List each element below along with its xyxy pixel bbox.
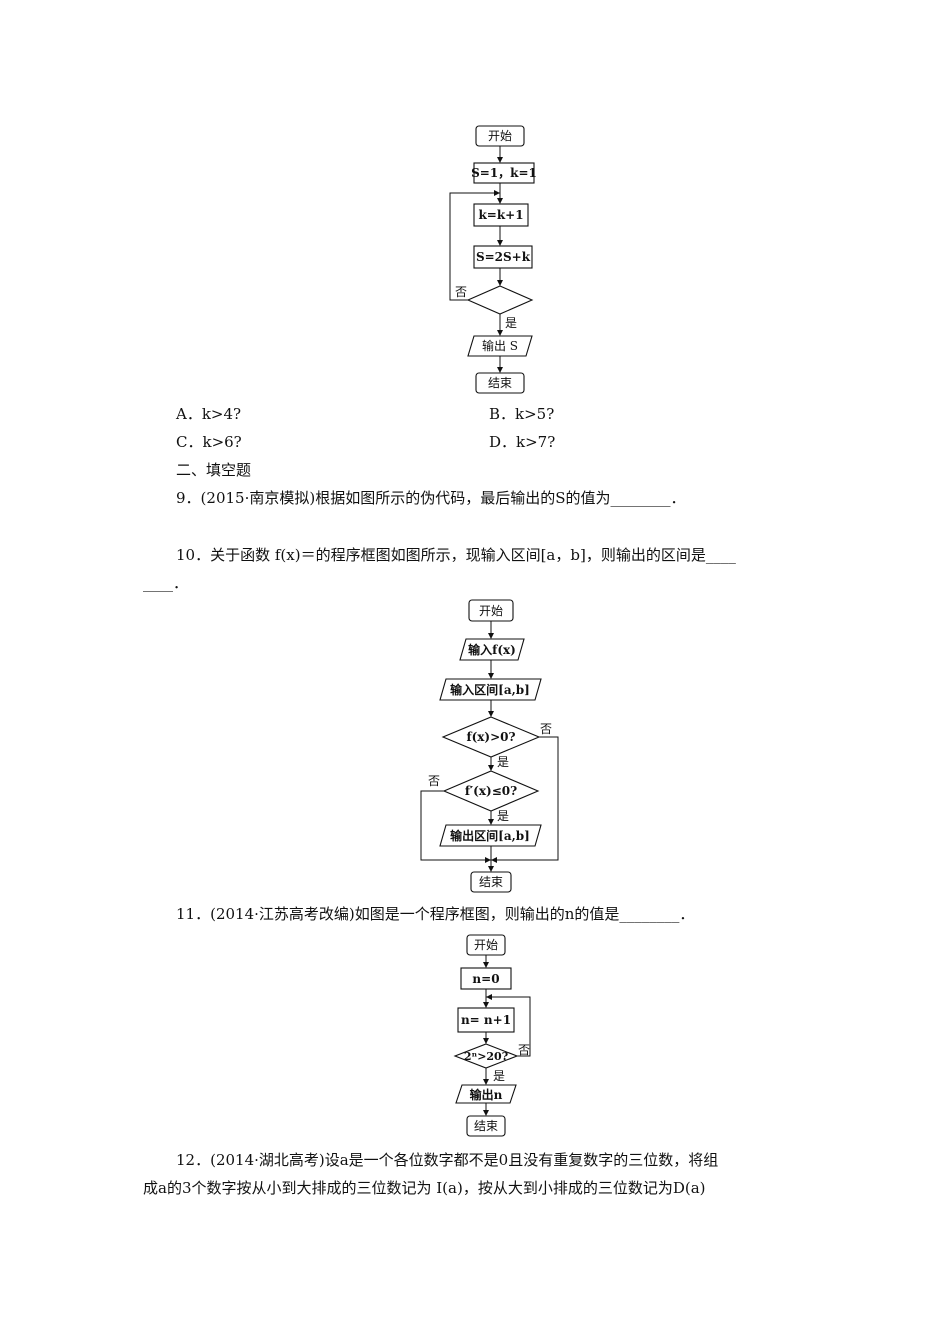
flow1-output-box — [467, 335, 533, 357]
flow1-step2-box — [473, 245, 533, 269]
flow3-no-label: 否 — [518, 1043, 530, 1057]
flow2-yes1-label: 是 — [497, 755, 509, 769]
flow2-output-text: 输出区间[a,b] — [450, 828, 530, 843]
flow1-end-text: 结束 — [488, 376, 512, 390]
flow3-output-box — [455, 1084, 517, 1104]
flow1-step2-text: S=2S+k — [476, 250, 531, 264]
flow1-no-label: 否 — [455, 285, 467, 299]
flow3-yes-label: 是 — [493, 1069, 505, 1083]
option-b: B．k>5? — [489, 405, 555, 423]
flow2-cond1-text: f(x)>0? — [466, 730, 515, 744]
flow2-input2-box — [439, 678, 542, 701]
question-10-line-1: 10．关于函数 f(x)＝的程序框图如图所示，现输入区间[a，b]，则输出的区间… — [176, 546, 736, 564]
question-9: 9．(2015·南京模拟)根据如图所示的伪代码，最后输出的S的值为_______… — [176, 489, 686, 507]
option-c: C．k>6? — [176, 433, 242, 451]
question-12-line-2: 成a的3个数字按从小到大排成的三位数记为 I(a)，按从大到小排成的三位数记为D… — [143, 1179, 706, 1197]
flow1-start-text: 开始 — [488, 129, 512, 143]
flow1-step1-text: k=k+1 — [478, 208, 523, 222]
flowchart-2: 开始 输入f(x) 输入区间[a,b] f(x)>0? 否 是 f′(x)≤0?… — [420, 599, 559, 893]
flow1-output-text: 输出 S — [482, 338, 518, 353]
flow1-yes-label: 是 — [505, 316, 517, 330]
flow2-input1-box — [459, 638, 525, 661]
option-d: D．k>7? — [489, 433, 556, 451]
flow3-end-box — [466, 1115, 506, 1137]
flowchart-1: 开始 S=1，k=1 k=k+1 S=2S+k 否 是 输出 S 结束 — [449, 125, 537, 394]
flow3-step-text: n= n+1 — [461, 1013, 511, 1027]
flow1-init-text: S=1，k=1 — [471, 166, 537, 180]
flow2-input2-text: 输入区间[a,b] — [450, 682, 530, 697]
flow3-start-text: 开始 — [474, 938, 498, 952]
flow2-no1-label: 否 — [540, 722, 552, 736]
flow3-init-text: n=0 — [472, 972, 499, 986]
flow2-no2-label: 否 — [428, 774, 440, 788]
flow2-end-box — [470, 871, 512, 893]
flow1-end-box — [475, 372, 525, 394]
flow1-init-box — [473, 162, 535, 184]
flow3-cond-text: 2ⁿ>20? — [464, 1050, 508, 1063]
flow3-output-text: 输出n — [470, 1087, 503, 1102]
question-10-line-2: ____． — [143, 574, 189, 592]
question-12-line-1: 12．(2014·湖北高考)设a是一个各位数字都不是0且没有重复数字的三位数，将… — [176, 1151, 719, 1169]
flow2-yes2-label: 是 — [497, 809, 509, 823]
option-a: A．k>4? — [176, 405, 242, 423]
flowchart-3: 开始 n=0 n= n+1 2ⁿ>20? 否 是 输出n 结束 — [453, 934, 531, 1137]
section-title: 二、填空题 — [176, 461, 252, 479]
flow2-start-text: 开始 — [479, 604, 503, 618]
flow2-end-text: 结束 — [479, 875, 503, 889]
flow1-step1-box — [473, 203, 529, 227]
question-11: 11．(2014·江苏高考改编)如图是一个程序框图，则输出的n的值是______… — [176, 905, 695, 923]
flow3-end-text: 结束 — [474, 1119, 498, 1133]
flow2-cond2-text: f′(x)≤0? — [465, 784, 517, 798]
flow2-output-box — [439, 824, 542, 847]
flow2-input1-text: 输入f(x) — [468, 642, 516, 657]
